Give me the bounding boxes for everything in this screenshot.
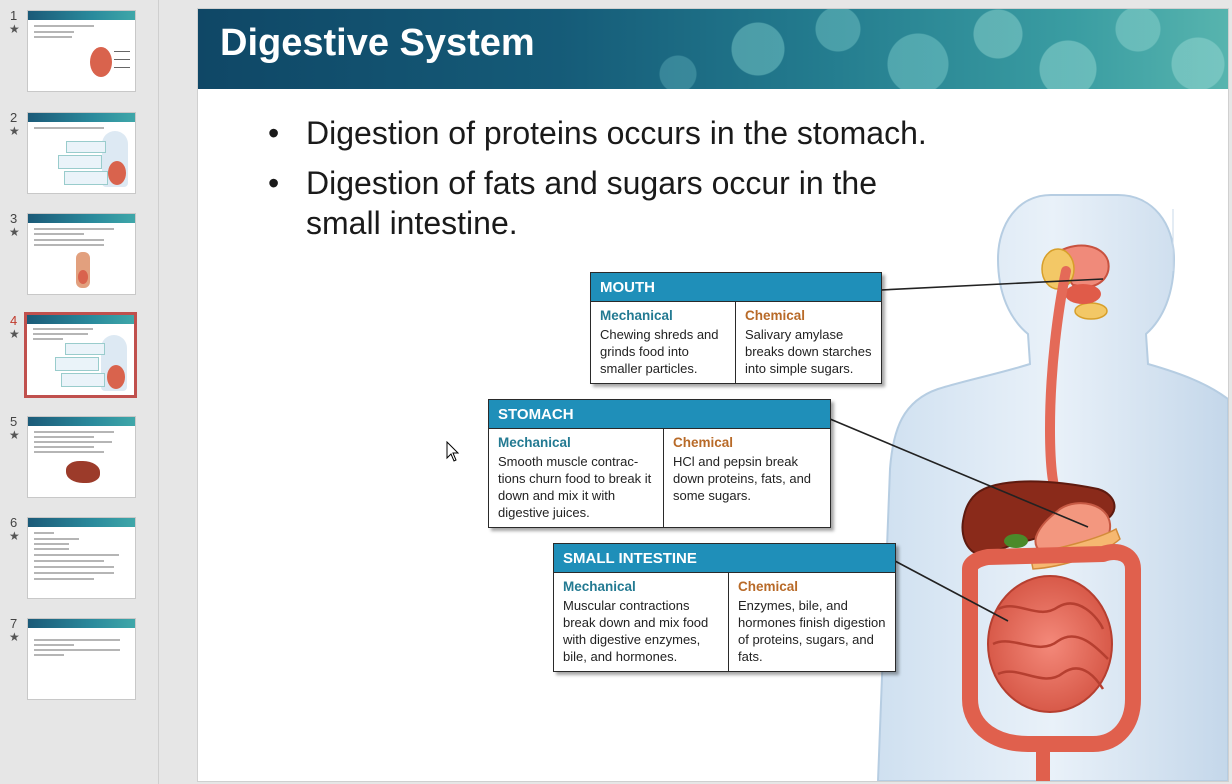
animation-star-icon: ★ [9,529,20,543]
chemical-label: Chemical [745,308,806,323]
slide-number: 1 [10,8,18,23]
animation-star-icon: ★ [9,327,20,341]
slide-thumbnail-row[interactable]: 6 ★ [0,515,158,605]
stomach-info-table[interactable]: STOMACH Mechanical Smooth muscle contrac… [488,399,831,528]
slide-number: 3 [10,211,18,226]
slide-thumbnail-panel: 1 ★ 2 ★ 3 ★ [0,0,159,784]
slide-number: 6 [10,515,18,530]
slide-number: 2 [10,110,18,125]
slide-number: 5 [10,414,18,429]
small-intestine-info-table[interactable]: SMALL INTESTINE Mechanical Muscular cont… [553,543,896,672]
animation-star-icon: ★ [9,630,20,644]
slide-thumbnail[interactable] [27,213,136,295]
mouth-info-table[interactable]: MOUTH Mechanical Chewing shreds and grin… [590,272,882,384]
title-banner: Digestive System [198,9,1228,89]
bullet-icon: • [268,115,280,151]
slide-thumbnail[interactable] [27,10,136,92]
chemical-label: Chemical [673,435,734,450]
slide-thumbnail-row[interactable]: 7 ★ [0,616,158,706]
large-intestine [962,544,1141,752]
slide-number: 4 [10,313,18,328]
slide-thumbnail[interactable] [27,618,136,700]
animation-star-icon: ★ [9,124,20,138]
slide-thumbnail[interactable] [24,312,137,398]
mechanical-text: Smooth muscle contrac-tions churn food t… [498,454,652,520]
slide-thumbnail[interactable] [27,517,136,599]
chemical-label: Chemical [738,579,799,594]
chemical-text: Enzymes, bile, and hormones finish diges… [738,598,886,664]
stomach-header: STOMACH [489,400,830,429]
slide-thumbnail-row[interactable]: 3 ★ [0,211,158,301]
mouth-leader-line [880,278,1104,291]
mechanical-label: Mechanical [498,435,571,450]
stomach-leader-line [829,418,1089,528]
mouth-header: MOUTH [591,273,881,302]
small-intestine [987,575,1113,713]
chemical-text: HCl and pepsin break down proteins, fats… [673,454,812,503]
mechanical-text: Muscular contractions break down and mix… [563,598,709,664]
slide-thumbnail-row[interactable]: 1 ★ [0,8,158,98]
bullet-text: Digestion of fats and sugars occur in th… [306,165,877,241]
slide-number: 7 [10,616,18,631]
bullet-text: Digestion of proteins occurs in the stom… [306,115,927,151]
slide-title[interactable]: Digestive System [220,22,535,64]
slide-thumbnail-row-active[interactable]: 4 ★ [0,312,158,403]
tongue [1065,284,1101,304]
slide-thumbnail-row[interactable]: 2 ★ [0,110,158,200]
slide-thumbnail[interactable] [27,416,136,498]
mechanical-label: Mechanical [563,579,636,594]
slide-thumbnail-row[interactable]: 5 ★ [0,414,158,504]
bullet-item[interactable]: • Digestion of proteins occurs in the sto… [268,113,1028,153]
slide-thumbnail[interactable] [27,112,136,194]
mechanical-text: Chewing shreds and grinds food into smal… [600,327,719,376]
mechanical-label: Mechanical [600,308,673,323]
bullet-list: • Digestion of proteins occurs in the sto… [268,113,1028,253]
digestive-system-illustration [829,194,1228,781]
small-intestine-leader-line [894,560,1009,622]
salivary-gland [1074,302,1108,320]
bullet-icon: • [268,165,280,201]
slide-canvas[interactable]: Digestive System [197,8,1229,782]
animation-star-icon: ★ [9,428,20,442]
animation-star-icon: ★ [9,225,20,239]
bullet-item[interactable]: • Digestion of fats and sugars occur in t… [268,163,956,243]
animation-star-icon: ★ [9,22,20,36]
small-intestine-header: SMALL INTESTINE [554,544,895,573]
chemical-text: Salivary amylase breaks down starches in… [745,327,872,376]
gallbladder [1004,534,1028,548]
mouse-cursor-icon [446,441,460,462]
